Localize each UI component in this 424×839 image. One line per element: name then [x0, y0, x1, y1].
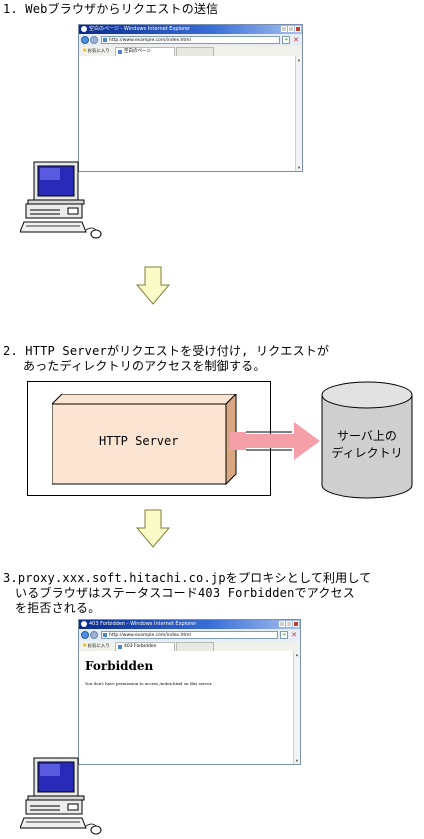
star-icon: ★ — [82, 642, 88, 649]
directory-label-line2: ディレクトリ — [331, 446, 403, 460]
back-button[interactable] — [81, 36, 89, 44]
error-message: You don't have permission to access /ind… — [85, 681, 213, 686]
favorites-button[interactable]: ★お気に入り — [82, 642, 110, 651]
step-2-text-line1: 2. HTTP Serverがリクエストを受け付け, リクエストが — [3, 344, 330, 358]
star-icon: ★ — [82, 47, 88, 54]
directory-label-line1: サーバ上の — [337, 429, 397, 443]
address-bar[interactable]: http://www.example.com/index.html — [101, 631, 278, 639]
address-text: http://www.example.com/index.html — [109, 633, 191, 638]
tab-label: 空白のページ — [124, 49, 151, 54]
tab-label: 403 Forbidden — [124, 644, 157, 649]
step-1-text: 1. Webブラウザからリクエストの送信 — [3, 2, 219, 16]
new-tab-button[interactable] — [176, 642, 214, 651]
browser-window-1: 空白のページ - Windows Internet Explorer http:… — [78, 24, 303, 172]
browser-title: 403 Forbidden - Windows Internet Explore… — [89, 621, 197, 627]
page-content — [79, 56, 296, 171]
step-3-text-line2: いるブラウザはステータスコード403 Forbiddenでアクセス — [15, 586, 355, 600]
close-icon[interactable] — [293, 621, 299, 627]
browser-title: 空白のページ - Windows Internet Explorer — [89, 26, 191, 32]
page-icon — [103, 38, 107, 42]
access-arrow — [230, 422, 320, 460]
go-button[interactable]: ➔ — [282, 36, 290, 44]
stop-icon[interactable]: ✕ — [293, 36, 299, 44]
new-tab-button[interactable] — [176, 47, 214, 56]
maximize-icon[interactable] — [288, 26, 294, 32]
scroll-down-icon[interactable]: ▼ — [295, 758, 299, 763]
tab-page-icon — [118, 50, 122, 54]
favorites-label: お気に入り — [87, 49, 110, 54]
computer-icon — [20, 161, 102, 239]
directory-cylinder-icon — [321, 381, 413, 499]
http-server-box — [52, 394, 237, 486]
step-3-text-line3: を拒否される。 — [15, 601, 101, 615]
page-icon — [103, 633, 107, 637]
page-content: Forbidden You don't have permission to a… — [79, 651, 294, 764]
browser-tab[interactable]: 空白のページ — [115, 47, 175, 56]
scroll-up-icon[interactable]: ▲ — [297, 57, 301, 62]
window-controls — [279, 621, 299, 627]
favorites-label: お気に入り — [87, 644, 110, 649]
ie-logo-icon — [81, 621, 87, 627]
go-button[interactable]: ➔ — [280, 631, 288, 639]
browser-window-2: 403 Forbidden - Windows Internet Explore… — [78, 619, 301, 765]
close-icon[interactable] — [295, 26, 301, 32]
down-arrow-1 — [135, 266, 171, 305]
vertical-scrollbar[interactable]: ▲ ▼ — [295, 56, 302, 171]
scroll-down-icon[interactable]: ▼ — [297, 165, 301, 170]
minimize-icon[interactable] — [281, 26, 287, 32]
vertical-scrollbar[interactable]: ▲ ▼ — [293, 651, 300, 764]
computer-icon — [20, 757, 102, 835]
browser-tab[interactable]: 403 Forbidden — [115, 642, 175, 651]
address-text: http://www.example.com/index.html — [109, 38, 191, 43]
address-bar[interactable]: http://www.example.com/index.html — [101, 36, 280, 44]
maximize-icon[interactable] — [286, 621, 292, 627]
ie-logo-icon — [81, 26, 87, 32]
page-heading: Forbidden — [85, 659, 154, 673]
minimize-icon[interactable] — [279, 621, 285, 627]
back-button[interactable] — [81, 631, 89, 639]
window-controls — [281, 26, 301, 32]
http-server-label: HTTP Server — [99, 434, 179, 448]
browser-title-bar: 空白のページ - Windows Internet Explorer — [79, 25, 302, 34]
tab-page-icon — [118, 645, 122, 649]
favorites-button[interactable]: ★お気に入り — [82, 47, 110, 56]
scroll-up-icon[interactable]: ▲ — [295, 652, 299, 657]
forward-button[interactable] — [90, 36, 98, 44]
down-arrow-2 — [135, 509, 171, 548]
step-3-text-line1: 3.proxy.xxx.soft.hitachi.co.jpをプロキシとして利用… — [3, 571, 372, 585]
step-2-text-line2: あったディレクトリのアクセスを制御する。 — [23, 359, 266, 373]
browser-title-bar: 403 Forbidden - Windows Internet Explore… — [79, 620, 300, 629]
forward-button[interactable] — [90, 631, 98, 639]
stop-icon[interactable]: ✕ — [291, 631, 297, 639]
